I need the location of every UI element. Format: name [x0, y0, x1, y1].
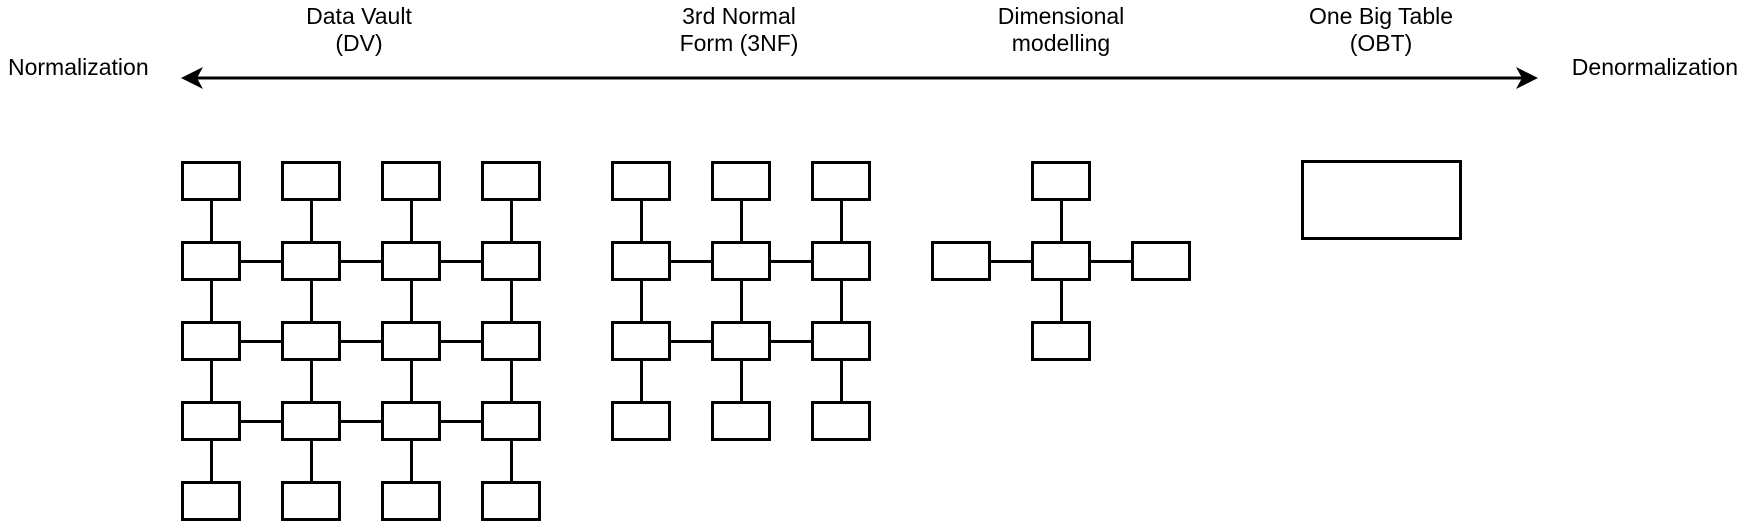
data-vault-schema-table	[381, 401, 441, 441]
section-label-line: modelling	[1011, 30, 1111, 56]
dimensional-star-schema-dimension-table	[931, 241, 991, 281]
relationship-line	[209, 281, 213, 321]
relationship-line	[839, 281, 843, 321]
third-normal-form-schema-table	[711, 161, 771, 201]
relationship-line	[341, 339, 381, 343]
data-vault-schema-table	[181, 401, 241, 441]
relationship-line	[509, 281, 513, 321]
data-vault-schema-table	[281, 161, 341, 201]
relationship-line	[409, 281, 413, 321]
denormalization-label: Denormalization	[1571, 54, 1738, 80]
data-vault-schema-table	[381, 241, 441, 281]
data-vault-schema-table	[481, 161, 541, 201]
relationship-line	[309, 441, 313, 481]
section-label-line: Data Vault	[306, 3, 412, 29]
dimensional-star-schema-dimension-table	[1131, 241, 1191, 281]
relationship-line	[991, 259, 1031, 263]
data-vault-schema-table	[481, 241, 541, 281]
data-vault-schema-table	[381, 321, 441, 361]
section-label-line: One Big Table	[1308, 3, 1454, 29]
relationship-line	[639, 201, 643, 241]
section-label-line: 3rd Normal	[682, 3, 796, 29]
section-label-data-vault: Data Vault (DV)	[306, 3, 412, 57]
dimensional-star-schema-dimension-table	[1031, 321, 1091, 361]
third-normal-form-schema-table	[711, 321, 771, 361]
relationship-line	[509, 201, 513, 241]
section-label-line: (DV)	[335, 30, 383, 56]
relationship-line	[839, 201, 843, 241]
relationship-line	[209, 361, 213, 401]
third-normal-form-schema-table	[711, 241, 771, 281]
relationship-line	[739, 361, 743, 401]
relationship-line	[1091, 259, 1131, 263]
third-normal-form-schema-table	[711, 401, 771, 441]
data-vault-schema-table	[281, 241, 341, 281]
data-vault-schema-table	[181, 161, 241, 201]
section-label-line: Dimensional	[997, 3, 1125, 29]
relationship-line	[771, 259, 811, 263]
relationship-line	[409, 361, 413, 401]
relationship-line	[441, 339, 481, 343]
relationship-line	[409, 441, 413, 481]
data-vault-schema-table	[181, 241, 241, 281]
relationship-line	[209, 441, 213, 481]
relationship-line	[671, 339, 711, 343]
data-vault-schema-table	[281, 401, 341, 441]
data-vault-schema-table	[281, 481, 341, 521]
data-vault-schema-table	[481, 321, 541, 361]
relationship-line	[309, 201, 313, 241]
third-normal-form-schema-table	[811, 321, 871, 361]
relationship-line	[309, 281, 313, 321]
data-vault-schema-table	[281, 321, 341, 361]
section-label-dimensional-modelling: Dimensional modelling	[998, 3, 1125, 57]
relationship-line	[341, 259, 381, 263]
relationship-line	[671, 259, 711, 263]
relationship-line	[639, 361, 643, 401]
relationship-line	[839, 361, 843, 401]
third-normal-form-schema-table	[611, 241, 671, 281]
relationship-line	[1059, 281, 1063, 321]
relationship-line	[441, 259, 481, 263]
relationship-line	[209, 201, 213, 241]
relationship-line	[771, 339, 811, 343]
relationship-line	[739, 281, 743, 321]
third-normal-form-schema-table	[811, 401, 871, 441]
data-vault-schema-table	[181, 481, 241, 521]
third-normal-form-schema-table	[611, 401, 671, 441]
relationship-line	[309, 361, 313, 401]
dimensional-star-schema-dimension-table	[1031, 161, 1091, 201]
third-normal-form-schema-table	[611, 161, 671, 201]
data-vault-schema-table	[481, 401, 541, 441]
relationship-line	[739, 201, 743, 241]
section-label-line: (OBT)	[1349, 30, 1413, 56]
relationship-line	[241, 259, 281, 263]
data-vault-schema-table	[381, 161, 441, 201]
one-big-table-schema-table	[1301, 160, 1462, 240]
section-label-line: Form (3NF)	[679, 30, 799, 56]
relationship-line	[241, 339, 281, 343]
dimensional-star-schema-fact-table	[1031, 241, 1091, 281]
data-vault-schema-table	[381, 481, 441, 521]
section-label-one-big-table: One Big Table (OBT)	[1309, 3, 1453, 57]
relationship-line	[241, 419, 281, 423]
normalization-label: Normalization	[8, 54, 149, 80]
relationship-line	[441, 419, 481, 423]
relationship-line	[509, 361, 513, 401]
relationship-line	[341, 419, 381, 423]
relationship-line	[509, 441, 513, 481]
relationship-line	[639, 281, 643, 321]
data-vault-schema-table	[481, 481, 541, 521]
third-normal-form-schema-table	[811, 161, 871, 201]
relationship-line	[409, 201, 413, 241]
relationship-line	[1059, 201, 1063, 241]
section-label-third-normal-form: 3rd Normal Form (3NF)	[680, 3, 799, 57]
third-normal-form-schema-table	[811, 241, 871, 281]
third-normal-form-schema-table	[611, 321, 671, 361]
data-vault-schema-table	[181, 321, 241, 361]
